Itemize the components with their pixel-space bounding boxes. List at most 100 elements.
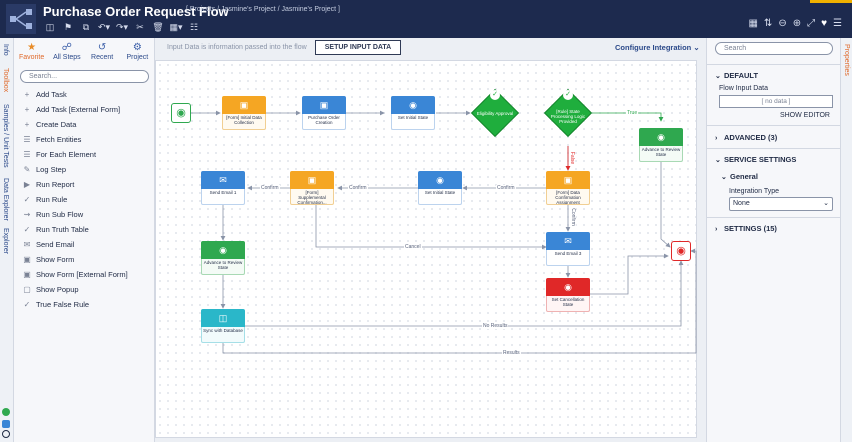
step-label: Sync with Database (201, 327, 245, 343)
flow-step[interactable]: ◫Sync with Database (201, 309, 245, 343)
flow-step[interactable]: ◉Set Initial State (418, 171, 462, 205)
step-label: [Form] Supplemental Confirmation... (290, 189, 334, 205)
form-icon: ▣ (222, 96, 266, 114)
integration-type-label: Integration Type (729, 188, 780, 195)
toolbar: ◫ ⚑ ⧉ ↶▾ ↷▾ ✂ 🗑 ▦▾ ☷ (41, 20, 203, 34)
tree-icon[interactable]: ☷ (189, 22, 199, 32)
item-label: Run Truth Table (36, 225, 89, 234)
integration-type-select[interactable]: None⌄ (729, 197, 833, 211)
fit-icon[interactable]: ⤢ (807, 18, 816, 29)
mail-icon: ✉ (23, 240, 31, 249)
align-icon[interactable]: ⇅ (763, 18, 773, 29)
input-data-info: Input Data is information passed into th… (167, 44, 307, 51)
toolbox-item[interactable]: ▣Show Form [External Form] (20, 267, 152, 282)
tab-favorite[interactable]: ★Favorite (15, 42, 49, 66)
toolbox-item[interactable]: ▣Show Form (20, 252, 152, 267)
tab-all-steps[interactable]: ☍All Steps (50, 42, 84, 66)
edge-label-confirm: Confirm (496, 185, 516, 191)
rail-tab-info[interactable]: Info (2, 44, 9, 56)
pin-icon: ◉ (418, 171, 462, 189)
section-label: General (730, 172, 758, 181)
flow-step[interactable]: ◉Advance to Review State (201, 241, 245, 275)
section-advanced[interactable]: ›ADVANCED (3) (715, 133, 777, 142)
help-icon[interactable] (2, 430, 10, 438)
rail-tab-explorer[interactable]: Explorer (2, 228, 9, 255)
toolbox-search-input[interactable]: Search... (20, 70, 149, 83)
item-label: Show Popup (36, 285, 79, 294)
properties-search-input[interactable]: Search (715, 42, 833, 55)
toolbox-item[interactable]: ☰For Each Element (20, 147, 152, 162)
edge-label-confirm: Confirm (569, 207, 576, 227)
start-node[interactable]: ◉ (171, 103, 191, 123)
rail-tab-toolbox[interactable]: Toolbox (2, 68, 9, 93)
popup-icon: ▢ (23, 285, 31, 294)
edge-label-confirm: Confirm (348, 185, 368, 191)
toolbox-item[interactable]: ⇝Run Sub Flow (20, 207, 152, 222)
pin-icon: ◉ (639, 128, 683, 146)
toolbox-item[interactable]: ☰Fetch Entities (20, 132, 152, 147)
save-icon[interactable]: ◫ (45, 22, 55, 32)
deploy-icon[interactable]: ⚑ (63, 22, 73, 32)
flow-step[interactable]: ✉Send Email 1 (201, 171, 245, 205)
cut-icon[interactable]: ✂ (136, 22, 144, 32)
item-label: Send Email (36, 240, 75, 249)
breadcrumb[interactable]: [ Projects / Jasmine's Project / Jasmine… (186, 6, 340, 13)
toolbox-item[interactable]: ▶Run Report (20, 177, 152, 192)
item-label: Log Step (36, 165, 67, 174)
rail-tab-samples[interactable]: Samples / Unit Tests (2, 104, 9, 168)
puzzle-icon[interactable]: ▦▾ (169, 22, 183, 32)
redo-icon[interactable]: ↷▾ (115, 22, 129, 32)
zoom-in-icon[interactable]: ⊕ (792, 18, 802, 29)
menu-icon[interactable]: ☰ (833, 18, 842, 29)
toolbox-item[interactable]: ✓Run Rule (20, 192, 152, 207)
flow-step[interactable]: ▣[Form] Initial Data Collection (222, 96, 266, 130)
toolbox-item[interactable]: ▢ Show Popup (20, 282, 152, 297)
chevron-right-icon: › (715, 226, 718, 233)
section-service-settings[interactable]: ⌄SERVICE SETTINGS (715, 155, 796, 164)
left-rail: Info Toolbox Samples / Unit Tests Data E… (0, 38, 14, 442)
flow-step[interactable]: ✉Send Email 3 (546, 232, 590, 266)
show-editor-link[interactable]: SHOW EDITOR (779, 112, 830, 119)
tab-properties[interactable]: Properties (843, 44, 850, 76)
step-label: [Form] Data Confirmation Assignment (546, 189, 590, 205)
toolbox-item[interactable]: ✎Log Step (20, 162, 152, 177)
toolbox-item[interactable]: ✓True False Rule (20, 297, 152, 312)
tab-label: All Steps (53, 54, 81, 61)
section-default[interactable]: ⌄DEFAULT (715, 71, 758, 80)
section-general[interactable]: ⌄General (721, 172, 758, 181)
configure-integration-link[interactable]: Configure Integration ⌄ (615, 43, 700, 52)
tab-recent[interactable]: ↺Recent (85, 42, 119, 66)
toolbox-item[interactable]: +Add Task [External Form] (20, 102, 152, 117)
flow-step[interactable]: ▣[Form] Data Confirmation Assignment (546, 171, 590, 205)
status-icon (2, 408, 10, 416)
flow-step[interactable]: ◉Set Cancellation State (546, 278, 590, 312)
section-settings[interactable]: ›SETTINGS (15) (715, 224, 777, 233)
delete-icon[interactable]: 🗑 (152, 22, 164, 32)
flow-canvas[interactable]: ◉ ▣[Form] Initial Data Collection ▣Purch… (155, 60, 697, 438)
flow-step[interactable]: ◉Set Initial State (391, 96, 435, 130)
end-node[interactable]: ◉ (671, 241, 691, 261)
app-logo-icon[interactable] (6, 4, 36, 34)
grid-icon[interactable]: ▦ (748, 18, 758, 29)
chat-icon[interactable] (2, 420, 10, 428)
tab-project[interactable]: ⚙Project (120, 42, 154, 66)
flow-input-data-field[interactable]: [ no data ] (719, 95, 833, 108)
copy-icon[interactable]: ⧉ (82, 22, 90, 32)
pin-icon: ◉ (176, 107, 186, 119)
rail-tab-data-explorer[interactable]: Data Explorer (2, 178, 9, 221)
toolbox-item[interactable]: +Add Task (20, 87, 152, 102)
heart-icon[interactable]: ♥ (821, 18, 828, 29)
setup-input-data-button[interactable]: SETUP INPUT DATA (315, 40, 401, 55)
flow-step[interactable]: ◉Advance to Review State (639, 128, 683, 162)
play-icon: ▶ (23, 180, 31, 189)
flow-step[interactable]: ▣[Form] Supplemental Confirmation... (290, 171, 334, 205)
flow-step[interactable]: ▣Purchase Order Creation (302, 96, 346, 130)
divider (707, 64, 841, 65)
toolbox-item[interactable]: ✉ Send Email (20, 237, 152, 252)
toolbox-item[interactable]: ✓Run Truth Table (20, 222, 152, 237)
zoom-out-icon[interactable]: ⊖ (778, 18, 787, 29)
divider (707, 125, 841, 126)
undo-icon[interactable]: ↶▾ (97, 22, 111, 32)
form-icon: ▣ (290, 171, 334, 189)
toolbox-item[interactable]: +Create Data (20, 117, 152, 132)
